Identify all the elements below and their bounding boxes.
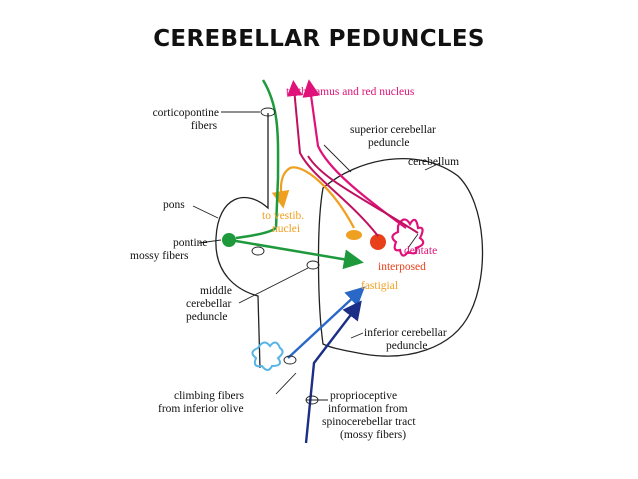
- label-superior-2: peduncle: [368, 137, 410, 149]
- label-pons: pons: [163, 199, 185, 211]
- label-middle-2: cerebellar: [186, 298, 231, 310]
- vestibular-fiber: [271, 166, 355, 229]
- brainstem-outline: [215, 113, 269, 369]
- label-interposed: interposed: [378, 261, 426, 273]
- label-proprio-1: proprioceptive: [330, 390, 397, 402]
- cerebellar-peduncles-diagram: to thalamus and red nucleus corticoponti…: [118, 68, 488, 453]
- label-pontine-1: pontine: [173, 237, 208, 249]
- pontine-loop: [235, 226, 277, 240]
- dentate-nucleus: [391, 218, 425, 257]
- dentate-output-fiber: [302, 79, 407, 229]
- pontine-nucleus: [222, 233, 236, 247]
- label-to-vestib-1: to vestib.: [262, 210, 304, 222]
- inferior-olive: [251, 341, 284, 371]
- slide-title: CEREBELLAR PEDUNCLES: [153, 26, 485, 52]
- label-proprio-3: spinocerebellar tract: [322, 416, 416, 428]
- label-middle-1: middle: [200, 285, 232, 297]
- label-pontine-2: mossy fibers: [130, 250, 189, 262]
- label-cerebellum: cerebellum: [408, 156, 459, 168]
- pontine-mossy-fiber: [229, 238, 364, 270]
- label-climbing-1: climbing fibers: [174, 390, 244, 402]
- label-superior-1: superior cerebellar: [350, 124, 436, 136]
- cerebellum-outline: [317, 158, 484, 357]
- label-proprio-4: (mossy fibers): [340, 429, 406, 441]
- label-inferior-1: inferior cerebellar: [364, 327, 447, 339]
- label-to-vestib-2: nuclei: [272, 223, 300, 235]
- climbing-fiber: [287, 286, 366, 359]
- label-dentate: dentate: [404, 245, 437, 257]
- label-to-thalamus: to thalamus and red nucleus: [286, 86, 415, 98]
- label-middle-3: peduncle: [186, 311, 228, 323]
- corticopontine-fiber: [261, 79, 280, 229]
- fastigial-nucleus: [346, 230, 362, 240]
- label-climbing-2: from inferior olive: [158, 403, 244, 415]
- label-proprio-2: information from: [328, 403, 408, 415]
- interposed-output-fiber: [286, 80, 379, 237]
- proprioceptive-fiber: [304, 300, 362, 444]
- label-fastigial: fastigial: [361, 280, 398, 292]
- interposed-nucleus: [370, 234, 386, 250]
- label-inferior-2: peduncle: [386, 340, 428, 352]
- label-corticopontine-2: fibers: [191, 120, 218, 132]
- thalamus-fiber: [307, 155, 419, 234]
- label-corticopontine-1: corticopontine: [153, 107, 219, 119]
